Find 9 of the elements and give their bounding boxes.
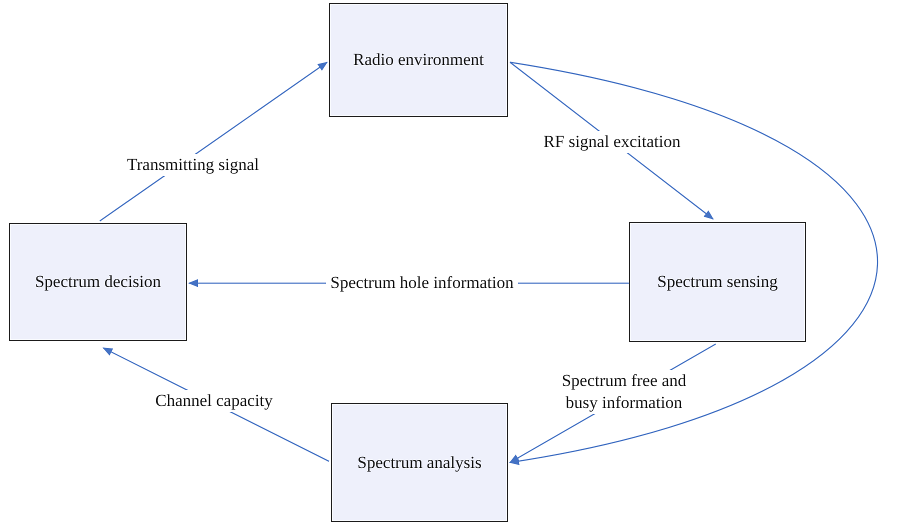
box-label: Spectrum decision xyxy=(34,271,162,294)
process-box xyxy=(331,403,508,522)
process-box xyxy=(629,222,806,342)
process-box xyxy=(9,223,187,341)
box-label: Spectrum analysis xyxy=(357,452,482,474)
box-label: Spectrum sensing xyxy=(657,271,778,294)
process-box xyxy=(329,3,508,117)
box-label: Radio environment xyxy=(353,49,484,72)
arrow xyxy=(509,62,878,465)
